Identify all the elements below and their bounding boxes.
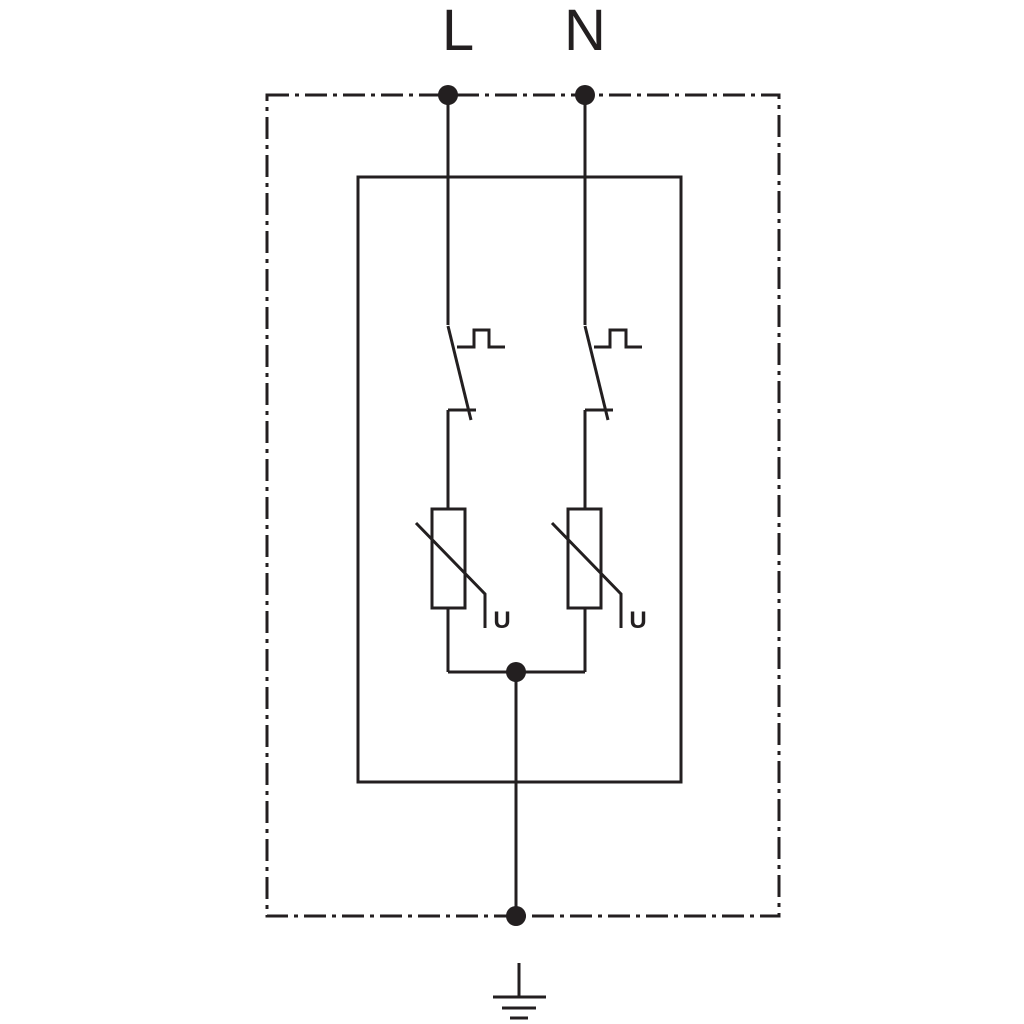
line-switch-blade xyxy=(446,325,473,421)
line-thermal-switch xyxy=(446,325,505,421)
line-varistor: U xyxy=(414,507,511,634)
line-thermal-trip-symbol xyxy=(457,328,505,349)
neutral-terminal-node xyxy=(575,85,595,105)
line-branch: U xyxy=(414,95,511,672)
common-junction-node xyxy=(506,662,526,682)
inner-device-box xyxy=(356,175,683,784)
neutral-switch-blade xyxy=(583,325,610,421)
terminal-label-neutral: N xyxy=(564,0,606,63)
neutral-varistor-u-label: U xyxy=(629,607,646,634)
earth-terminal-node xyxy=(506,906,526,926)
neutral-thermal-switch xyxy=(583,325,642,421)
line-varistor-slash xyxy=(414,521,487,628)
neutral-branch: U xyxy=(550,95,647,672)
outer-enclosure xyxy=(265,93,781,918)
ground-icon xyxy=(493,963,546,1020)
terminal-label-line: L xyxy=(442,0,474,63)
neutral-thermal-trip-symbol xyxy=(594,328,642,349)
neutral-varistor-slash xyxy=(550,521,623,628)
line-varistor-u-label: U xyxy=(493,607,510,634)
neutral-varistor: U xyxy=(550,507,647,634)
line-terminal-node xyxy=(438,85,458,105)
